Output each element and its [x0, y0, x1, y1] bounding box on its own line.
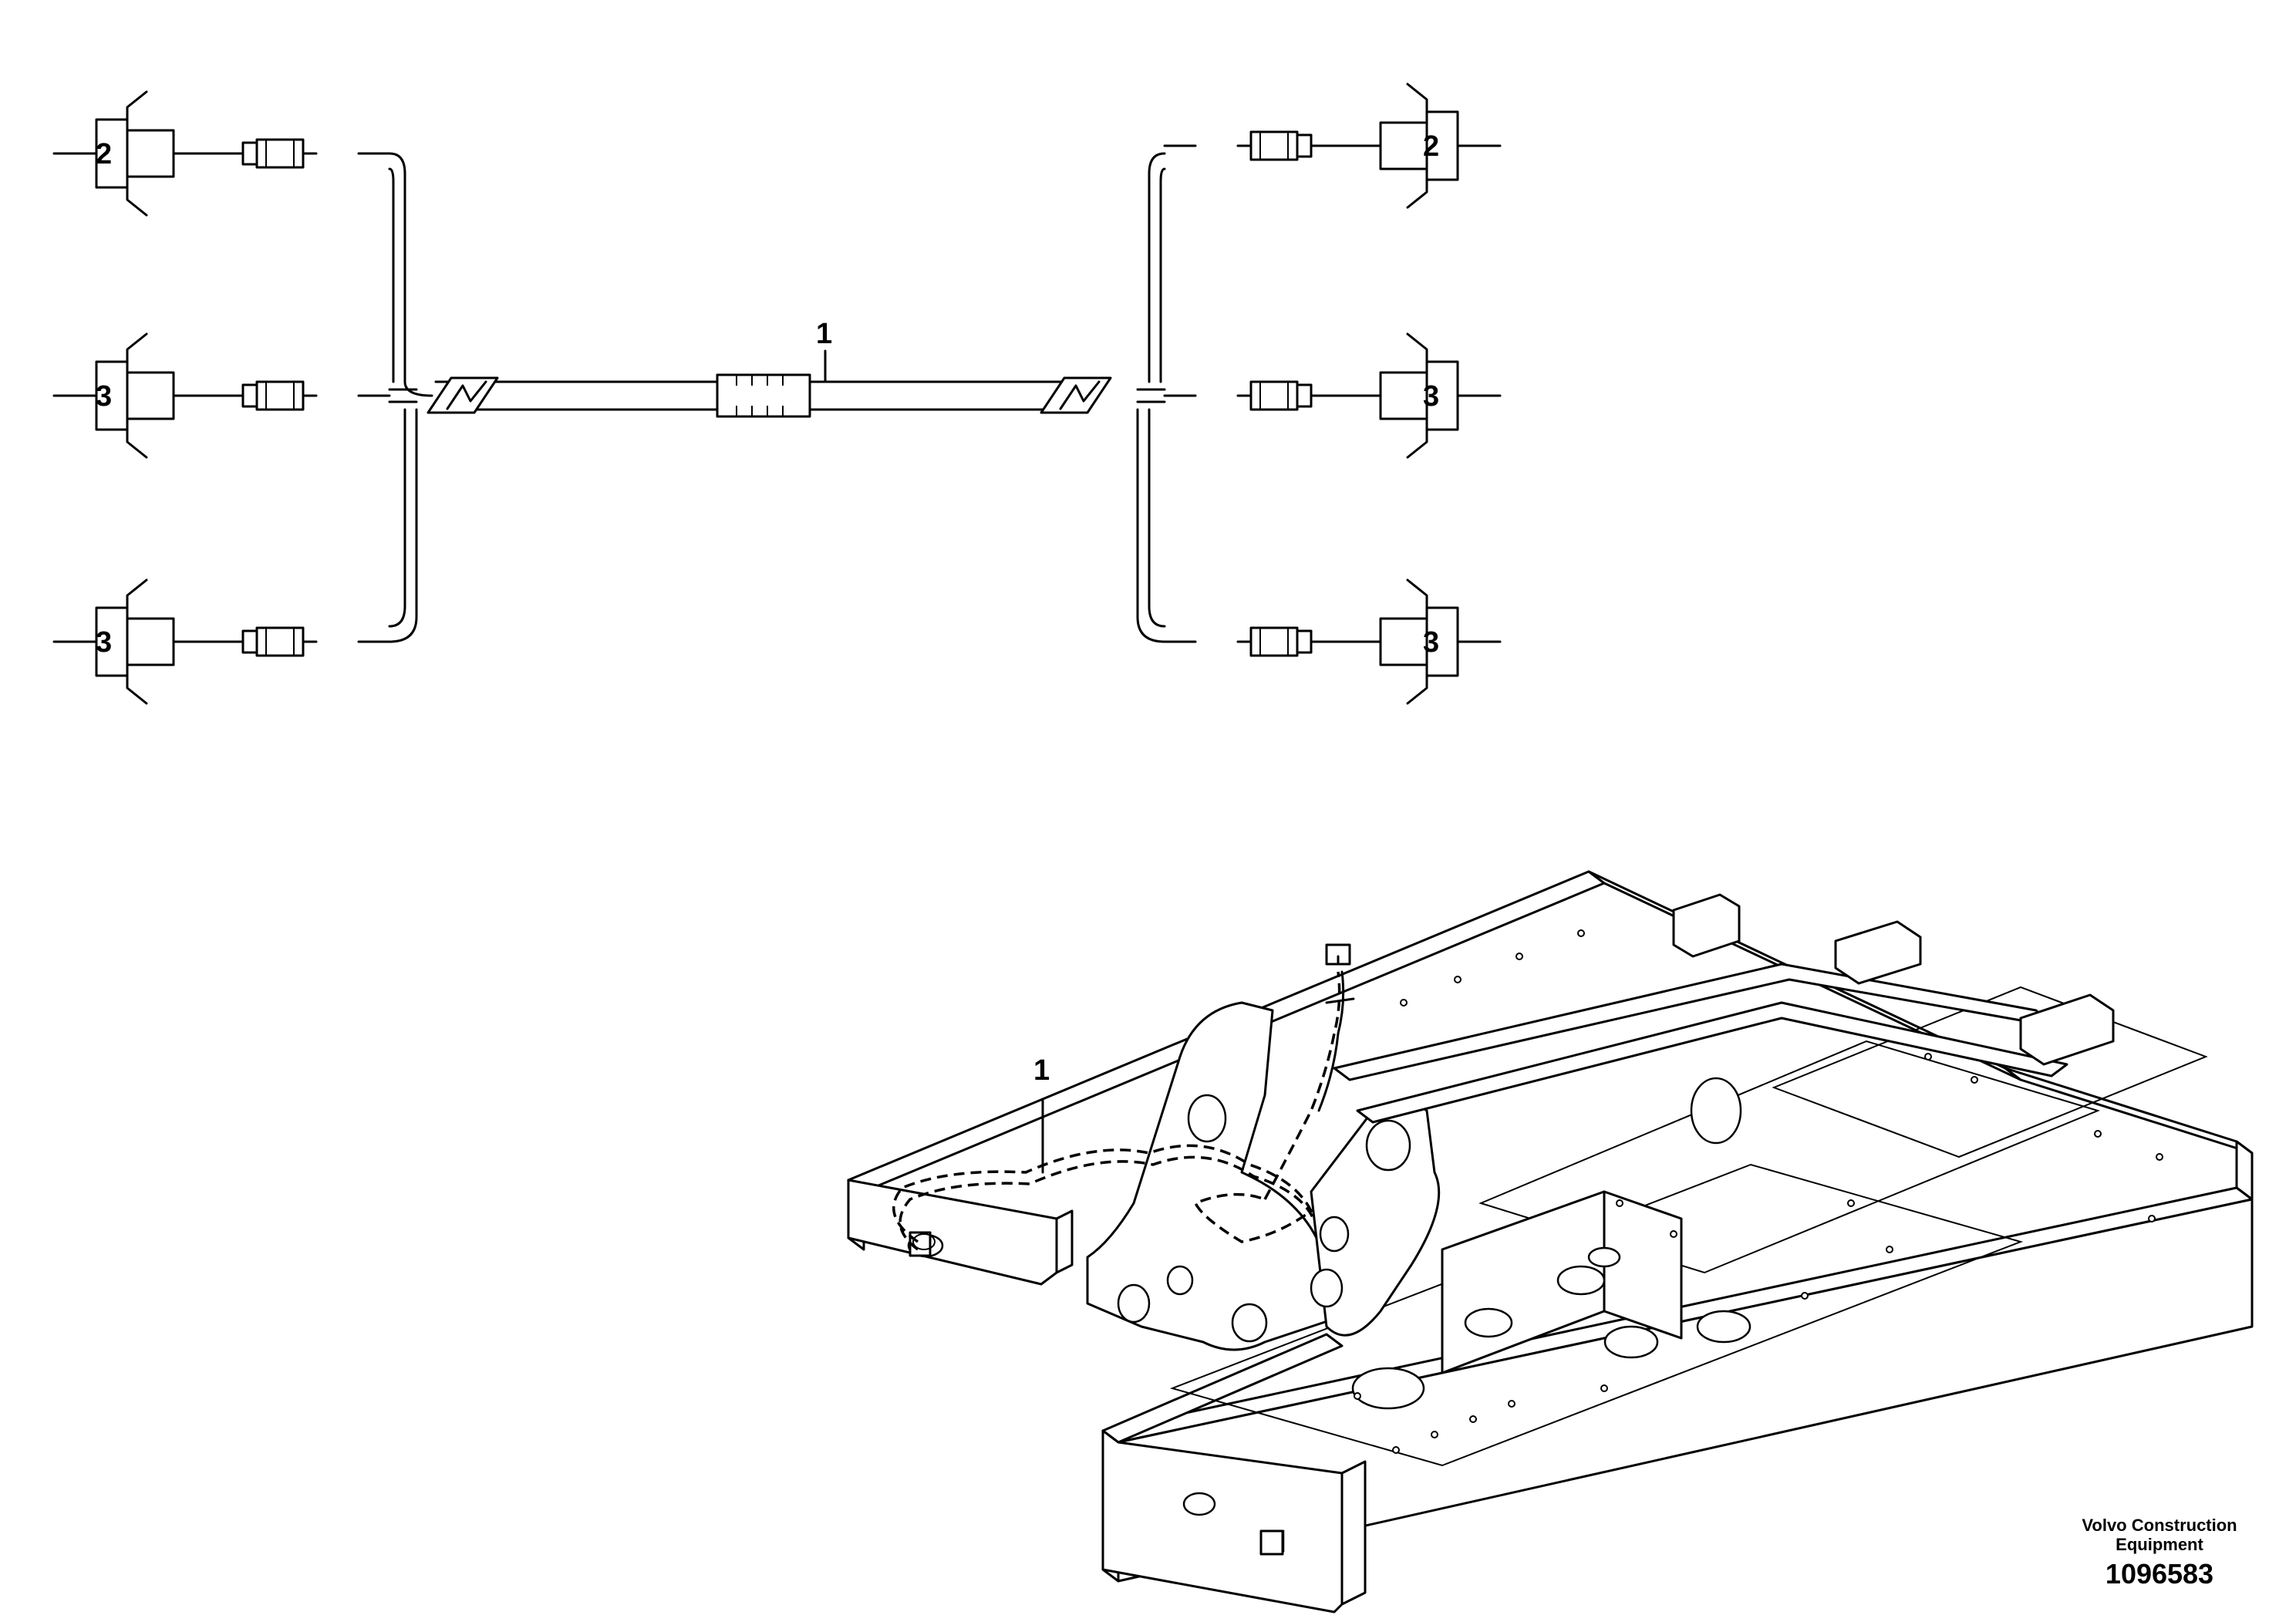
callout-right-bottom: 3 — [1423, 626, 1439, 659]
connector-left-middle — [52, 332, 391, 459]
connector-right-middle — [1163, 332, 1502, 459]
counterweight-arm — [1333, 893, 2115, 1124]
chassis-isometric: 1 — [847, 870, 2254, 1614]
part-number: 1096583 — [2106, 1558, 2213, 1590]
junction-clamp-right — [1040, 376, 1112, 414]
chassis-plug-left — [909, 1231, 936, 1257]
brand-line-2: Equipment — [2116, 1535, 2203, 1554]
connector-left-top — [52, 90, 391, 217]
callout-chassis-harness: 1 — [1033, 1054, 1050, 1087]
callout-harness: 1 — [816, 318, 832, 350]
connector-right-top — [1163, 83, 1502, 209]
brand-block: Volvo Construction Equipment 1096583 — [2082, 1516, 2237, 1590]
boom-mount-bracket — [1086, 1001, 1441, 1351]
connector-right-bottom — [1163, 578, 1502, 705]
junction-clamp-left — [426, 376, 499, 414]
callout-left-bottom: 3 — [96, 626, 112, 659]
harness-schematic: 1 2 3 3 2 3 3 — [52, 83, 1502, 705]
chassis-plug-front — [1259, 1529, 1284, 1556]
callout-right-middle: 3 — [1423, 380, 1439, 413]
callout-left-top: 2 — [96, 138, 112, 170]
callout-left-middle: 3 — [96, 380, 112, 413]
callout-right-top: 2 — [1423, 130, 1439, 163]
connector-left-bottom — [52, 578, 391, 705]
brand-line-1: Volvo Construction — [2082, 1516, 2237, 1535]
harness-routing — [892, 943, 1355, 1251]
cable-sleeve — [716, 373, 811, 418]
chassis-bolts — [1354, 929, 2163, 1454]
